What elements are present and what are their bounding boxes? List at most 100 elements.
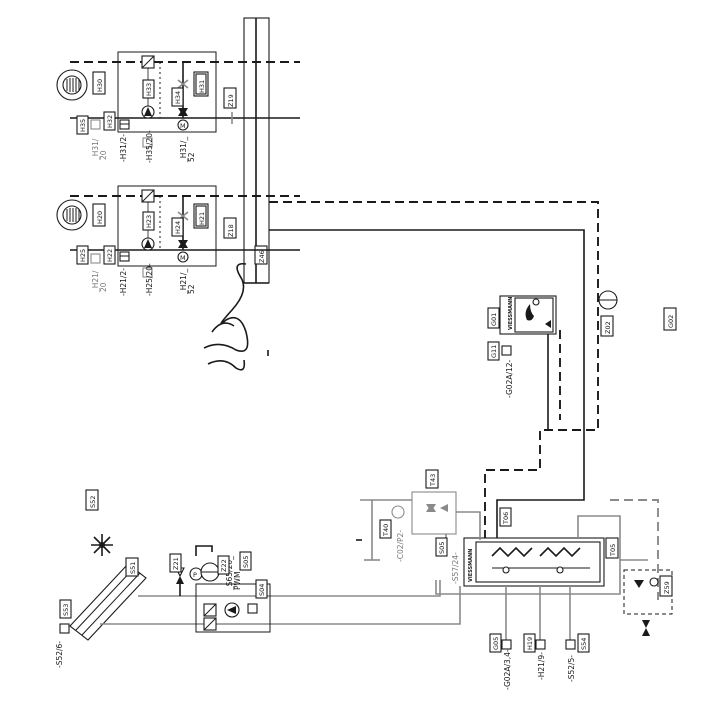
text-g02: G02 bbox=[667, 315, 675, 328]
text-h21-9: -H21/9- bbox=[537, 652, 546, 680]
label-z21: Z21 bbox=[169, 553, 182, 573]
text-s52-5: -S52/5- bbox=[567, 655, 576, 682]
text-h25-20: -H25/20- bbox=[145, 263, 154, 296]
text-g11: G11 bbox=[490, 345, 498, 358]
heating-circuit-1: M Z18 H20 H21 H23 H24 H25 bbox=[56, 185, 300, 296]
label-s54: S54 bbox=[577, 633, 590, 653]
expansion-vessel-z22: P bbox=[189, 562, 220, 582]
text-brand-tank: VIESSMANN bbox=[468, 549, 474, 582]
label-h31: H31 bbox=[193, 71, 209, 97]
mixing-valve-icon: M bbox=[177, 108, 189, 131]
label-s51: S51 bbox=[125, 557, 139, 577]
label-t05: T05 bbox=[605, 537, 619, 559]
text-h31: H31 bbox=[198, 80, 206, 93]
text-s51: S51 bbox=[129, 562, 137, 574]
label-g01: G01 bbox=[487, 307, 500, 329]
text-h31-2: -H31/2- bbox=[119, 134, 128, 162]
label-h25: H25 bbox=[76, 245, 89, 265]
text-s53: S53 bbox=[62, 604, 70, 616]
label-z59: Z59 bbox=[659, 575, 673, 597]
label-t43: T43 bbox=[425, 469, 439, 489]
label-h20: H20 bbox=[92, 203, 106, 227]
pump-icon bbox=[224, 602, 240, 618]
text-z22: Z22 bbox=[220, 559, 228, 572]
mixing-valve-icon: M bbox=[177, 240, 189, 263]
text-h24: H24 bbox=[174, 221, 182, 234]
text-z46: Z46 bbox=[258, 250, 266, 263]
text-brand-boiler: VIESSMANN bbox=[508, 297, 514, 330]
label-s04: S04 bbox=[255, 579, 268, 599]
text-z59: Z59 bbox=[663, 581, 671, 594]
label-g02: G02 bbox=[663, 307, 677, 331]
label-g11: G11 bbox=[487, 341, 500, 361]
text-h21-2: -H21/2- bbox=[119, 268, 128, 296]
radiator-icon bbox=[56, 69, 88, 101]
svg-text:M: M bbox=[180, 254, 186, 262]
text-g02a-3-4: -G02A/3,4- bbox=[503, 649, 512, 690]
text-g01: G01 bbox=[490, 313, 498, 326]
dhw-tank: VIESSMANN bbox=[463, 537, 605, 587]
svg-text:P: P bbox=[193, 571, 197, 579]
hydraulic-separator-z46 bbox=[243, 17, 270, 284]
label-z22: Z22 bbox=[217, 555, 230, 575]
text-h20: H20 bbox=[96, 211, 104, 224]
label-z18: Z18 bbox=[223, 217, 237, 239]
text-s54: S54 bbox=[580, 638, 588, 650]
text-t40: T40 bbox=[382, 524, 390, 537]
label-h22: H22 bbox=[103, 245, 116, 265]
label-h21: H21 bbox=[193, 203, 209, 229]
text-h35-20: -H35/20- bbox=[145, 130, 154, 163]
text-s52-6: -S52/6- bbox=[55, 641, 64, 668]
text-c02-p2: -C02/P2- bbox=[396, 530, 405, 562]
label-h32: H32 bbox=[103, 111, 116, 131]
pump-icon bbox=[141, 105, 155, 119]
text-s05b: S05 bbox=[438, 542, 446, 554]
text-h35: H35 bbox=[79, 119, 87, 132]
label-h24: H24 bbox=[171, 217, 184, 237]
label-s05b: S05 bbox=[435, 537, 448, 557]
text-z02: Z02 bbox=[604, 321, 612, 334]
handwritten-signature bbox=[203, 262, 249, 371]
label-h34: H34 bbox=[171, 87, 184, 107]
valve-unit-t43 bbox=[411, 491, 457, 535]
label-g05: G05 bbox=[489, 633, 502, 653]
text-h21: H21 bbox=[198, 212, 206, 225]
radiator-icon bbox=[56, 199, 88, 231]
pump-icon bbox=[141, 237, 155, 251]
text-h31-52: _H31/_52 bbox=[179, 137, 196, 163]
thermostatic-valve-icon bbox=[141, 189, 155, 203]
label-s05: S05 bbox=[239, 551, 252, 571]
sun-icon bbox=[91, 534, 113, 556]
text-g05: G05 bbox=[492, 637, 500, 650]
text-z18: Z18 bbox=[227, 224, 235, 237]
label-h35: H35 bbox=[76, 115, 89, 135]
svg-text:M: M bbox=[180, 122, 186, 130]
solar-collector bbox=[69, 563, 147, 641]
label-z46: Z46 bbox=[254, 245, 268, 265]
text-h22: H22 bbox=[106, 249, 114, 262]
label-h19: H19 bbox=[523, 633, 536, 653]
text-h21-52: _H21/_52 bbox=[179, 269, 196, 295]
text-h25: H25 bbox=[79, 249, 87, 262]
label-s52: S52 bbox=[85, 489, 99, 511]
label-z19: Z19 bbox=[223, 87, 237, 109]
text-s52: S52 bbox=[89, 496, 97, 508]
text-t05: T05 bbox=[609, 544, 617, 557]
thermostatic-valve-icon bbox=[141, 55, 155, 69]
boiler-pipes bbox=[269, 201, 599, 540]
text-h23: H23 bbox=[145, 215, 153, 228]
text-h21-20: _H21/20 bbox=[91, 270, 108, 293]
boiler-g01: VIESSMANN bbox=[499, 295, 557, 335]
label-t06: T06 bbox=[499, 507, 512, 527]
text-s04: S04 bbox=[258, 584, 266, 596]
heating-circuit-2: M Z19 H30 H31 H33 H34 bbox=[56, 51, 300, 163]
text-z21: Z21 bbox=[172, 557, 180, 570]
text-t43: T43 bbox=[429, 474, 437, 487]
label-s53: S53 bbox=[59, 599, 72, 619]
text-h19: H19 bbox=[526, 637, 534, 650]
text-z19: Z19 bbox=[227, 94, 235, 107]
expansion-vessel-z02: Z02 bbox=[598, 290, 618, 337]
text-h31-20: _H31/20 bbox=[91, 138, 108, 161]
text-t06: T06 bbox=[502, 512, 510, 525]
